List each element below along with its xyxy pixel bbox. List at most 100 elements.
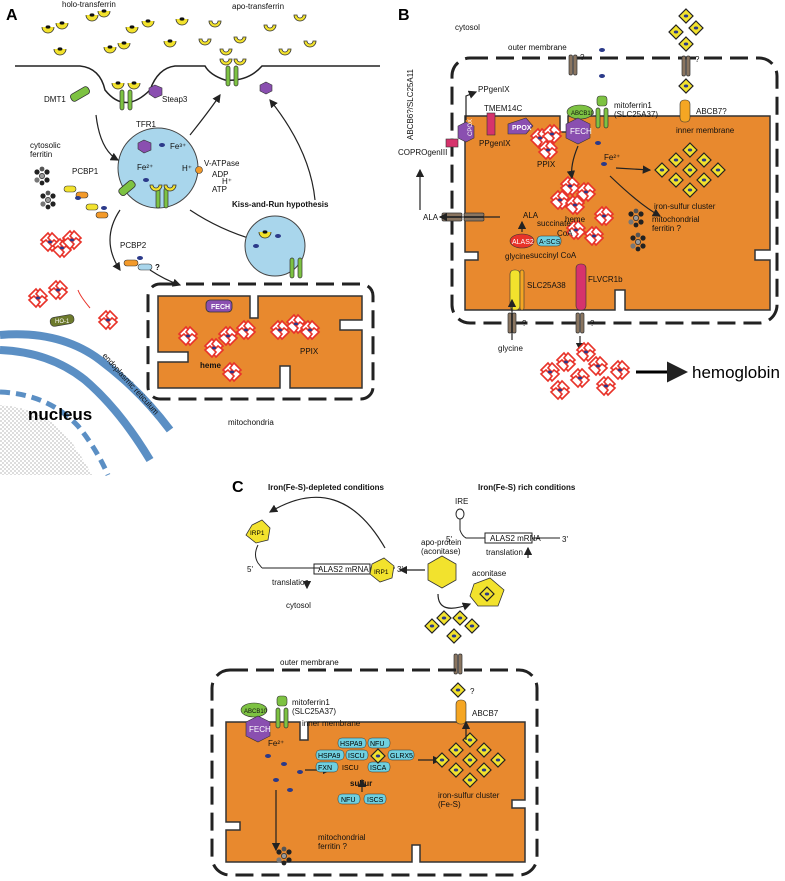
hspa9-label-a: HSPA9 bbox=[340, 741, 363, 748]
ppix-label-b: PPIX bbox=[537, 160, 556, 169]
fe2-label-b: Fe²⁺ bbox=[604, 153, 620, 162]
tfr1-apo-recycled bbox=[219, 58, 247, 87]
alas2-mrna-right bbox=[459, 519, 560, 544]
cpox-label: CPOX bbox=[468, 119, 474, 136]
heme-label-b: heme bbox=[565, 215, 586, 224]
five-prime-b: 5' bbox=[446, 535, 452, 544]
fech-label-a: FECH bbox=[211, 304, 230, 311]
fe-s-assembly-proteins bbox=[315, 737, 415, 805]
abcb7-transporter-c bbox=[455, 699, 467, 725]
ppgenix-top-label: PPgenIX bbox=[478, 85, 510, 94]
flvcr1b-label: FLVCR1b bbox=[588, 275, 623, 284]
ire-label: IRE bbox=[455, 497, 468, 506]
v-atpase-label: V-ATPase bbox=[204, 159, 240, 168]
ala-mid-label: ALA bbox=[523, 211, 539, 220]
translation-down-label: translation bbox=[272, 578, 309, 587]
holo-transferrin-molecules bbox=[41, 8, 189, 56]
fe2-label-c: Fe²⁺ bbox=[268, 739, 284, 748]
glycine-out-label: glycine bbox=[498, 344, 523, 353]
nucleus bbox=[0, 405, 92, 475]
tfr1-label: TFR1 bbox=[136, 120, 157, 129]
inner-membrane-label-b: inner membrane bbox=[676, 126, 735, 135]
abcb6-transporter bbox=[445, 138, 459, 148]
apo-transferrin-molecules bbox=[198, 14, 317, 56]
ppox-enzyme bbox=[507, 117, 534, 135]
a-scs-label: A-SCS bbox=[539, 239, 561, 246]
fech-label-b: FECH bbox=[570, 127, 592, 136]
cytosolic-ferritin-2 bbox=[39, 190, 57, 210]
dmt1-transporter bbox=[70, 86, 90, 102]
mitochondria-outer-membrane-b bbox=[450, 56, 779, 325]
dmt1-label: DMT1 bbox=[44, 95, 66, 104]
ho1-label: HO-1 bbox=[55, 319, 70, 325]
nfu-bot-label: NFU bbox=[341, 797, 355, 804]
irp1-label-b: IRP1 bbox=[374, 569, 389, 576]
inner-membrane-label-c: inner membrane bbox=[302, 719, 361, 728]
depleted-conditions-label: Iron(Fe-S)-depleted conditions bbox=[268, 483, 385, 492]
endoplasmic-reticulum bbox=[0, 330, 174, 433]
coprogeniii-label: COPROgenIII bbox=[398, 148, 447, 157]
mitochondria-matrix-a bbox=[157, 295, 363, 389]
abcb7-transporter-b bbox=[679, 99, 691, 123]
mitoferrin1-label-c: mitoferrin1(SLC25A37) bbox=[292, 698, 336, 716]
irp1-free bbox=[369, 557, 395, 583]
alas2-label: ALAS2 bbox=[512, 239, 534, 246]
steap3-protein bbox=[148, 84, 163, 99]
irp1-bound bbox=[245, 519, 271, 544]
mitochondria-outer-membrane-a bbox=[146, 282, 375, 401]
mitoferrin1-label-b: mitoferrin1(SLC25A37) bbox=[614, 101, 658, 119]
fxn-label: FXN bbox=[318, 765, 332, 772]
tmem14c-label: TMEM14C bbox=[484, 104, 522, 113]
aconitase-label: aconitase bbox=[472, 569, 507, 578]
abcb10-transporter-c bbox=[240, 702, 268, 718]
apo-protein-label: apo-protein(aconitase) bbox=[421, 538, 461, 556]
ppgenix-mid-label: PPgenIX bbox=[479, 139, 511, 148]
cytosol-label-b: cytosol bbox=[455, 23, 480, 32]
q-b3: ? bbox=[522, 319, 527, 328]
ho1-enzyme bbox=[49, 314, 75, 327]
outer-membrane-label-b: outer membrane bbox=[508, 43, 567, 52]
atp-label: ATP bbox=[212, 185, 227, 194]
q-b2: ? bbox=[695, 55, 700, 64]
holo-transferrin-label: holo-transferrin bbox=[62, 0, 116, 9]
kiss-and-run-label: Kiss-and-Run hypothesis bbox=[232, 200, 329, 209]
alas2-mrna-label-b: ALAS2 mRNA bbox=[490, 534, 541, 543]
nucleus-label: nucleus bbox=[28, 405, 92, 424]
mitoferrin1-transporter-b bbox=[595, 95, 609, 129]
heme-label-a: heme bbox=[200, 361, 221, 370]
fe-s-label-b: iron-sulfur cluster bbox=[654, 202, 716, 211]
mitochondria-matrix-c bbox=[225, 721, 526, 863]
abcb7-label-b: ABCB7? bbox=[696, 107, 727, 116]
plasma-membrane bbox=[15, 65, 380, 104]
tmem14c-transporter bbox=[486, 112, 496, 136]
q-c1: ? bbox=[470, 687, 475, 696]
abcb10-label-b: ABCB10 bbox=[571, 111, 595, 117]
mitoferrin1-transporter-c bbox=[275, 695, 289, 729]
fe2-label: Fe²⁺ bbox=[137, 163, 153, 172]
iscu-label-a: ISCU bbox=[348, 753, 365, 760]
irp1-label-a: IRP1 bbox=[250, 530, 265, 537]
question-mark: ? bbox=[155, 263, 160, 272]
isca-label: ISCA bbox=[370, 765, 387, 772]
alas2-enzyme bbox=[509, 233, 535, 249]
endosome-dmt1 bbox=[118, 179, 136, 197]
pcbp1-label: PCBP1 bbox=[72, 167, 99, 176]
hspa9-label-b: HSPA9 bbox=[318, 753, 341, 760]
abcb6-label: ABCB6?/SLC25A11 bbox=[406, 68, 415, 140]
adp-label: ADP bbox=[212, 170, 228, 179]
slc25a38-label: SLC25A38 bbox=[527, 281, 566, 290]
panel-a-label: A bbox=[6, 7, 18, 24]
fech-label-c: FECH bbox=[249, 725, 271, 734]
h-plus-label-out: H⁺ bbox=[222, 177, 232, 186]
a-scs-enzyme bbox=[536, 235, 562, 247]
fech-enzyme-a bbox=[205, 299, 233, 313]
pcbp2-chaperones bbox=[123, 256, 153, 271]
alas2-mrna-label-a: ALAS2 mRNA bbox=[318, 565, 369, 574]
sulfur-label: sulfur bbox=[350, 779, 372, 788]
ppox-label: PPOX bbox=[512, 125, 532, 132]
nfu-top-label: NFU bbox=[370, 741, 384, 748]
fech-enzyme-c bbox=[245, 715, 271, 743]
